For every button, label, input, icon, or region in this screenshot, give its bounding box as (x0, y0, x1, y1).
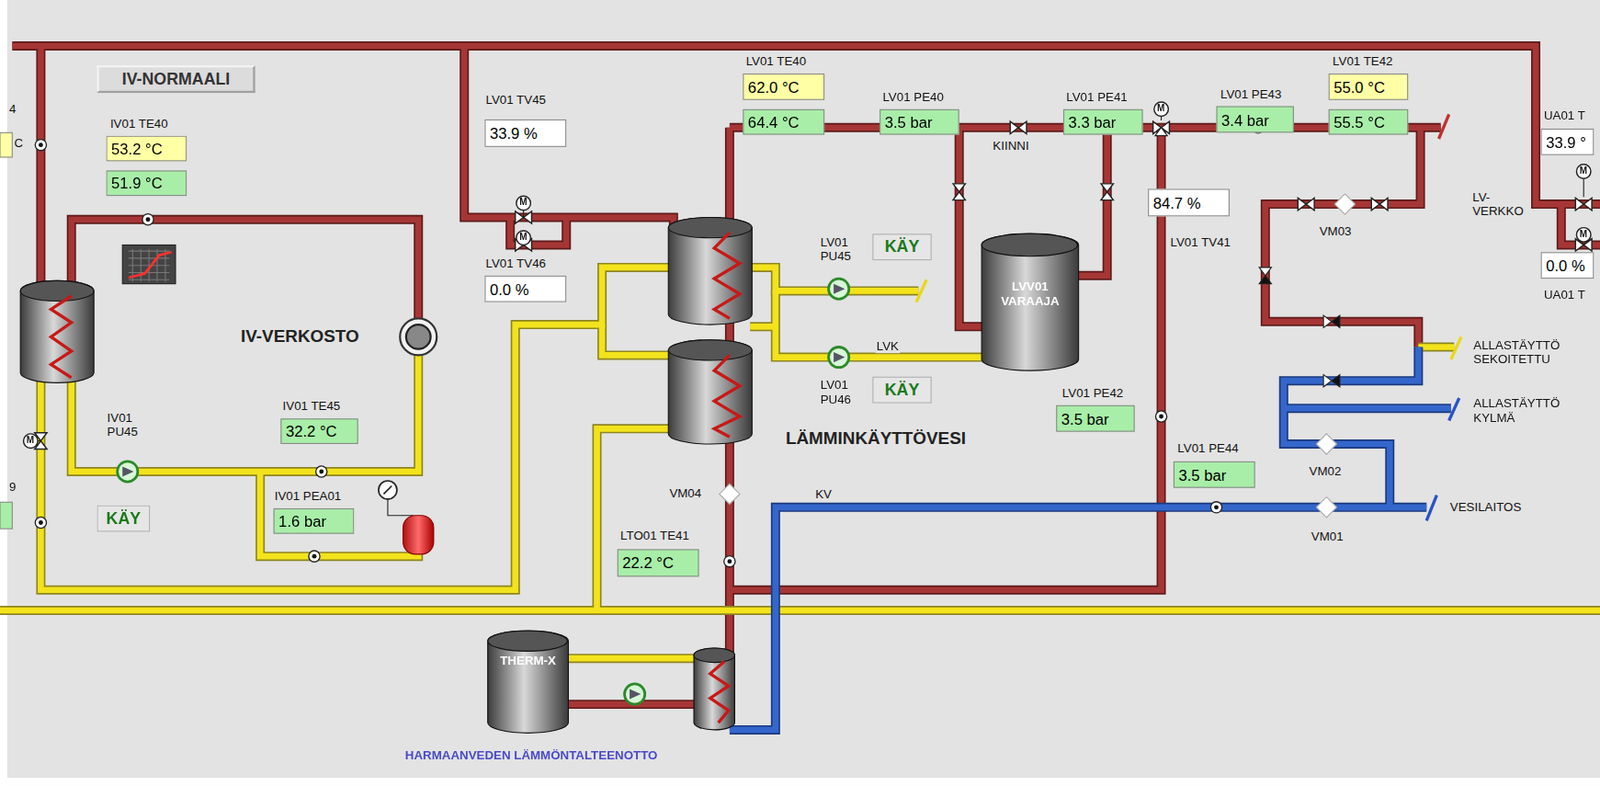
value-text: 53.2 °C (111, 139, 163, 158)
value-text: KÄY (106, 509, 142, 528)
value-text: 3.5 bar (1178, 465, 1226, 484)
tag-label: ALLASTÄYTTÖ SEKOITETTU (1472, 338, 1577, 368)
status-box: KÄY (96, 505, 150, 533)
tag-label: VM01 (1310, 529, 1345, 545)
motor-letter: M (1157, 103, 1165, 114)
tag-label: IV01 PU45 (105, 409, 149, 440)
value-box: 84.7 % (1147, 188, 1230, 216)
tag-label: KIINNI (991, 138, 1030, 154)
tag-label: LV01 PE40 (881, 90, 945, 105)
value-box: 22.2 °C (617, 548, 700, 577)
value-box: 55.0 °C (1328, 73, 1409, 101)
motor-letter: M (1579, 166, 1588, 176)
value-box: 3.5 bar (1173, 461, 1256, 488)
tag-label: UA01 T (1543, 287, 1587, 303)
value-text: 55.5 °C (1333, 113, 1385, 131)
value-text: 55.0 °C (1333, 78, 1385, 96)
value-box: 53.2 °C (105, 136, 187, 162)
tank-name: LVV01 VARAAJA (986, 279, 1076, 308)
value-box: 3.5 bar (879, 109, 960, 136)
tag-label: UA01 T (1543, 108, 1587, 124)
area-title: HARMAANVEDEN LÄMMÖNTALTEENOTTO (405, 748, 659, 763)
tag-label: VM02 (1307, 464, 1342, 479)
tag-label: LV01 PU45 (819, 234, 863, 264)
value-box: 33.9 % (484, 119, 567, 148)
value-box: 33.9 ° (1541, 128, 1595, 156)
tank-label: LVV01 VARAAJA (983, 262, 1077, 325)
tag-label: LV01 TE42 (1331, 54, 1395, 69)
motor-letter: M (1579, 229, 1588, 239)
value-text: 3.5 bar (885, 113, 933, 131)
value-text: 0.0 % (1545, 256, 1586, 274)
value-box: 51.9 °C (105, 170, 187, 196)
tag-label: IV01 TE45 (281, 398, 341, 414)
value-text: 33.9 ° (1545, 133, 1587, 151)
tag-label: KV (814, 487, 833, 502)
tag-label: VM03 (1318, 224, 1353, 239)
value-box: 62.0 °C (742, 73, 825, 101)
value-box: 55.5 °C (1328, 109, 1409, 136)
value-text: 84.7 % (1153, 193, 1202, 212)
value-box: 3.4 bar (1216, 105, 1294, 133)
section-title: LÄMMINKÄYTTÖVESI (785, 428, 966, 450)
tag-label: 9 (8, 479, 18, 495)
status-box: KÄY (872, 233, 931, 261)
mode-button: IV-NORMAALI (96, 65, 255, 93)
status-box: KÄY (872, 376, 931, 404)
value-box: 0.0 % (1541, 251, 1595, 279)
tag-label: LV01 PE41 (1065, 90, 1129, 105)
value-box: 3.5 bar (1055, 405, 1135, 432)
value-text: 3.5 bar (1061, 409, 1110, 428)
value-box: 1.6 bar (273, 508, 355, 534)
section-title: IV-VERKOSTO (240, 326, 360, 348)
motor-letter: M (519, 197, 527, 207)
value-box: 64.4 °C (742, 109, 825, 136)
tag-label: LV01 TV46 (484, 256, 547, 272)
tank-name: THERM-X (499, 653, 557, 669)
value-text: 1.6 bar (278, 511, 327, 530)
value-text: KÄY (885, 238, 920, 257)
motor-letter: M (519, 232, 527, 242)
value-box: 3.3 bar (1063, 109, 1144, 136)
tag-label: ALLASTÄYTTÖ KYLMÄ (1472, 396, 1577, 426)
tag-label: LV01 PE42 (1061, 385, 1125, 401)
tag-label: LV01 TV45 (484, 92, 547, 108)
tag-label: IV01 TE40 (109, 116, 170, 132)
value-text: 32.2 °C (285, 422, 338, 441)
tag-label: VESILAITOS (1449, 499, 1523, 515)
value-text: 62.0 °C (748, 78, 800, 96)
tag-label: LV01 PU46 (819, 377, 863, 408)
value-text: IV-NORMAALI (122, 69, 230, 89)
tank-label: THERM-X (489, 645, 567, 676)
value-box: 0.0 % (484, 275, 567, 303)
tag-label: 4 (8, 102, 18, 117)
value-text: 3.3 bar (1068, 113, 1117, 131)
value-text: 51.9 °C (111, 174, 163, 193)
value-text: 22.2 °C (622, 554, 674, 572)
tag-label: LTO01 TE41 (619, 528, 691, 544)
value-text: KÄY (885, 380, 920, 399)
value-text: 64.4 °C (748, 113, 800, 131)
value-box: 32.2 °C (280, 418, 358, 444)
tag-label: IV01 PEA01 (273, 488, 343, 504)
value-text: 0.0 % (489, 280, 530, 298)
tag-label: C (12, 136, 24, 151)
tag-label: LV01 PE44 (1176, 441, 1240, 456)
tag-label: LV01 PE43 (1219, 86, 1283, 102)
tag-label: LV-VERKKO (1471, 190, 1531, 220)
tag-label: LVK (875, 339, 900, 354)
value-text: 3.4 bar (1221, 110, 1270, 128)
tag-label: LV01 TE40 (745, 54, 808, 69)
tag-label: LV01 TV41 (1168, 234, 1232, 250)
tag-label: VM04 (668, 486, 703, 501)
motor-letter: M (26, 435, 35, 445)
value-text: 33.9 % (489, 124, 538, 142)
